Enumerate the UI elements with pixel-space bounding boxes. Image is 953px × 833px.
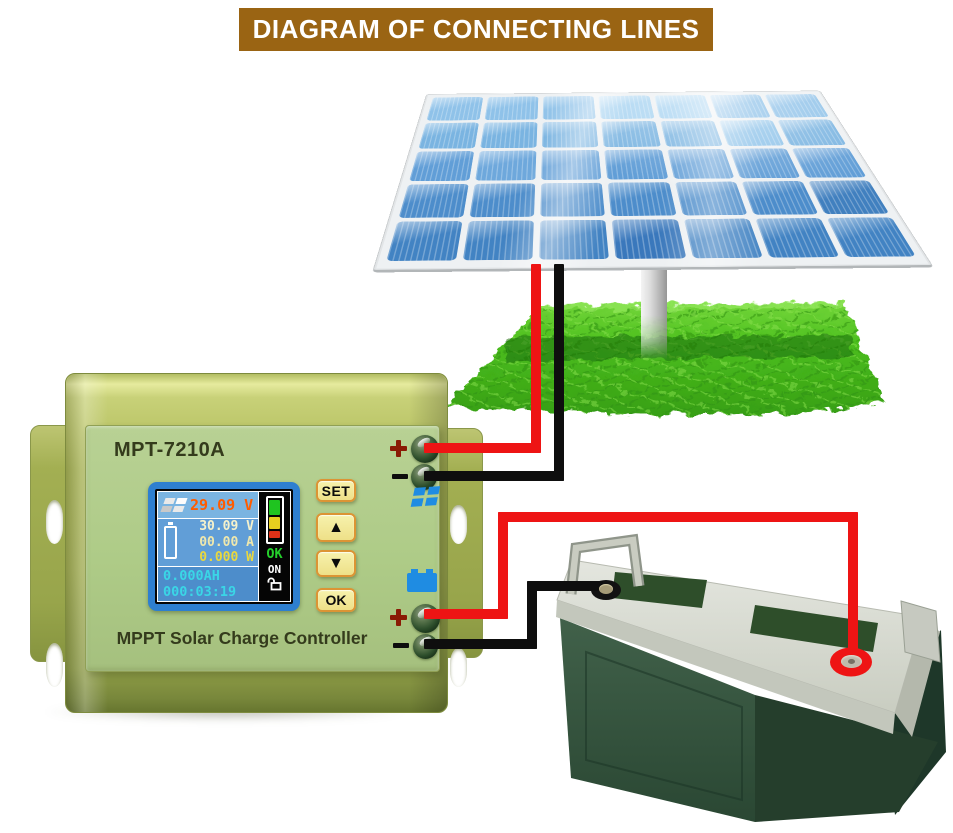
solar-cell (540, 220, 610, 260)
solar-cell (729, 148, 800, 178)
lcd-capacity: 0.000AH (163, 568, 258, 584)
solar-cell (480, 122, 537, 148)
solar-cell (741, 181, 818, 215)
solar-cell (791, 148, 866, 178)
solar-cell (463, 221, 534, 261)
battery-negative-wire-seg1 (424, 639, 537, 649)
mounting-hole (46, 643, 63, 687)
pv-plus-icon (390, 440, 407, 457)
solar-cell (605, 150, 668, 180)
solar-cell (475, 151, 536, 181)
lcd-display: 29.09 V 30.09 V 00.00 A 0.000 W 0.000AH (148, 482, 300, 611)
solar-cell (418, 122, 479, 148)
solar-cell (399, 184, 469, 218)
product-label: MPPT Solar Charge Controller (86, 628, 398, 649)
solar-cell (543, 96, 596, 119)
solar-cell (675, 181, 748, 215)
model-label: MPT-7210A (114, 439, 225, 462)
pv-minus-icon (392, 474, 408, 479)
title-banner: DIAGRAM OF CONNECTING LINES (239, 8, 713, 51)
pv-positive-wire-vertical (531, 264, 541, 453)
page-title: DIAGRAM OF CONNECTING LINES (253, 14, 700, 45)
battery-plus-icon (390, 609, 407, 626)
lcd-pv-voltage: 29.09 V (190, 496, 253, 514)
mounting-hole (46, 500, 63, 544)
lcd-status-ok: OK (266, 546, 282, 562)
battery (548, 524, 953, 833)
battery-positive-wire-seg1 (424, 609, 508, 619)
battery-negative-wire-seg3 (527, 581, 603, 591)
mounting-flange-right (444, 428, 483, 658)
solar-cell (684, 219, 763, 259)
solar-cell (601, 121, 660, 147)
solar-cell (426, 97, 483, 120)
lcd-runtime: 000:03:19 (163, 584, 258, 600)
battery-negative-wire-seg2 (527, 581, 537, 649)
solar-cell (755, 218, 839, 257)
lcd-battery-icon (164, 526, 177, 559)
up-button[interactable]: ▲ (316, 513, 356, 542)
solar-cell (409, 151, 474, 181)
battery-folded-handle (901, 601, 940, 662)
panel-pole (641, 258, 667, 362)
mounting-hole (450, 505, 467, 544)
battery-positive-wire-seg3 (498, 512, 858, 522)
lcd-status-on: ON (268, 563, 281, 576)
solar-cell (541, 183, 606, 217)
pv-positive-wire-horizontal (424, 443, 541, 453)
solar-cell (709, 95, 770, 118)
solar-input-icon (411, 486, 440, 506)
battery-negative-terminal-center (599, 584, 613, 594)
set-button[interactable]: SET (316, 479, 356, 502)
solar-cell (808, 180, 890, 214)
solar-panel-grid (386, 94, 916, 261)
pv-negative-wire-vertical (554, 264, 564, 481)
solar-cell (827, 218, 916, 257)
lcd-unlock-icon (267, 577, 282, 591)
solar-panel (372, 91, 934, 273)
solar-cell (608, 182, 676, 216)
mounting-hole (450, 648, 467, 687)
solar-cell (719, 120, 785, 146)
solar-cell (542, 121, 598, 147)
battery-output-icon (407, 573, 437, 592)
solar-cell (470, 183, 536, 217)
lcd-solar-panel-icon (160, 498, 187, 512)
solar-cell (612, 219, 686, 259)
lcd-current: 00.00 A (199, 535, 254, 551)
solar-cell (485, 97, 539, 120)
lcd-status-column: OK ON (258, 491, 291, 602)
battery-positive-wire-seg2 (498, 512, 508, 619)
solar-cell (599, 96, 654, 119)
battery-positive-terminal-center (841, 655, 862, 668)
mounting-flange-left (30, 425, 69, 662)
solar-cell (660, 120, 723, 146)
ok-button[interactable]: OK (316, 588, 356, 612)
lcd-battery-voltage: 30.09 V (199, 519, 254, 535)
lcd-power: 0.000 W (199, 550, 254, 566)
solar-cell (654, 95, 712, 118)
solar-cell (386, 221, 462, 261)
solar-cell (777, 119, 846, 145)
lcd-level-gauge (266, 496, 284, 544)
pv-negative-wire-horizontal (424, 471, 564, 481)
controller-faceplate: MPT-7210A 29.09 V 30.09 V 00.00 A (85, 425, 440, 672)
down-button[interactable]: ▼ (316, 550, 356, 577)
charge-controller: MPT-7210A 29.09 V 30.09 V 00.00 A (30, 373, 483, 713)
lcd-main-area: 29.09 V 30.09 V 00.00 A 0.000 W 0.000AH (157, 491, 258, 602)
solar-cell (764, 94, 828, 117)
solar-cell (667, 149, 734, 179)
battery-positive-wire-seg4 (848, 512, 858, 658)
solar-cell (541, 150, 601, 180)
